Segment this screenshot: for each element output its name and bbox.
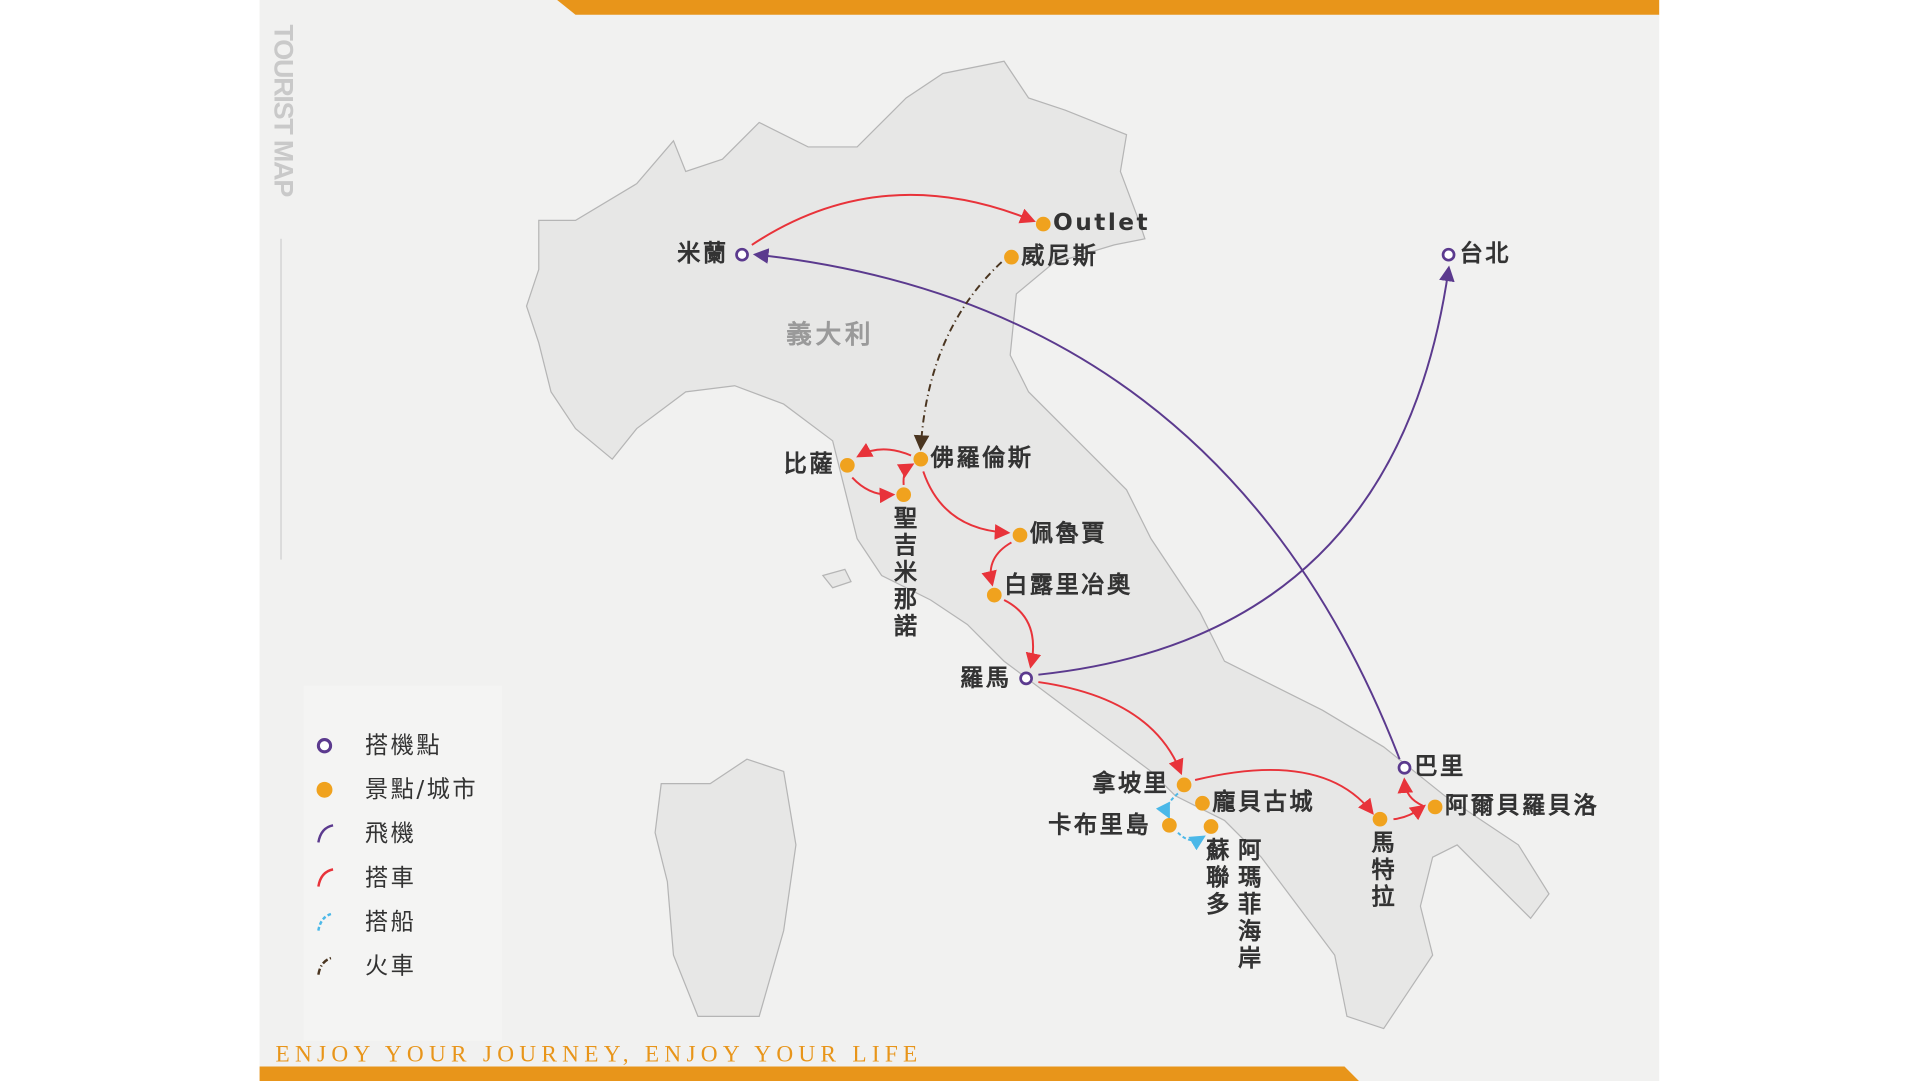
airport-marker-milan[interactable] [735, 247, 749, 262]
sardinia [654, 758, 797, 1017]
spot-marker-matera[interactable] [1372, 811, 1388, 827]
car-route-naples-matera [1194, 768, 1374, 815]
legend-item-train: 火車 [304, 948, 417, 981]
spot-marker-pisa[interactable] [840, 457, 855, 473]
car-route-rome-naples [1038, 681, 1184, 776]
car-route-florence-pisa [856, 442, 912, 458]
country-label: 義大利 [786, 319, 875, 349]
legend-item-car: 搭車 [304, 860, 417, 893]
label-milan: 米蘭 [677, 240, 729, 267]
legend-label: 搭機點 [364, 732, 443, 760]
label-taipei: 台北 [1459, 240, 1512, 267]
spot-markers [840, 216, 1443, 834]
flight-route-bari-milan [752, 248, 1401, 760]
label-bari: 巴里 [1414, 753, 1466, 781]
label-capri: 卡布里島 [1048, 811, 1152, 839]
label-alberobello: 阿爾貝羅貝洛 [1444, 792, 1600, 820]
legend-item-airport: 搭機點 [304, 727, 442, 760]
label-matera: 馬特拉 [1367, 830, 1395, 912]
label-pompeii: 龐貝古城 [1212, 788, 1316, 816]
car-route-florence-perugia [922, 471, 1011, 540]
legend-label: 搭車 [364, 864, 417, 892]
title-divider [280, 238, 282, 560]
flight-line-icon [317, 823, 334, 843]
train-line-icon [317, 955, 334, 975]
train-route-venice-florence [913, 261, 1003, 451]
label-bagnoregio: 白露里冶奧 [1004, 571, 1133, 599]
airport-marker-taipei[interactable] [1441, 247, 1456, 262]
legend-label: 飛機 [364, 820, 417, 848]
slogan: ENJOY YOUR JOURNEY, ENJOY YOUR LIFE [275, 1042, 923, 1068]
label-san-gimignano: 聖吉米那諾 [890, 505, 918, 641]
boat-route-capri-sorrento [1177, 831, 1206, 851]
car-route-sangimignano-florence [896, 463, 915, 485]
label-naples: 拿坡里 [1092, 770, 1170, 798]
airport-marker-rome[interactable] [1019, 671, 1033, 686]
spot-icon [316, 781, 333, 798]
airport-markers [735, 247, 1456, 775]
top-accent-bar [557, 0, 1660, 15]
boat-route-naples-capri [1155, 792, 1179, 820]
spot-marker-bagnoregio[interactable] [986, 587, 1002, 603]
boat-line-icon [317, 911, 334, 931]
spot-marker-capri[interactable] [1162, 817, 1177, 833]
label-florence: 佛羅倫斯 [930, 444, 1034, 472]
legend-item-spot: 景點/城市 [304, 771, 478, 804]
car-line-icon [317, 867, 334, 887]
legend-label: 火車 [364, 952, 417, 980]
spot-marker-outlet[interactable] [1035, 216, 1051, 232]
spot-marker-pompeii[interactable] [1195, 795, 1210, 811]
spot-marker-sorrento[interactable] [1203, 819, 1219, 834]
flight-route-rome-taipei [1038, 265, 1455, 676]
airport-marker-bari[interactable] [1397, 760, 1412, 775]
car-route-bagnoregio-rome [1003, 599, 1042, 669]
label-sorrento: 蘇聯多 [1202, 837, 1230, 919]
label-perugia: 佩魯賈 [1029, 520, 1107, 548]
car-route-alberobello-bari [1397, 777, 1424, 807]
spot-marker-venice[interactable] [1004, 249, 1019, 265]
airport-icon [316, 737, 333, 753]
car-route-perugia-bagnoregio [981, 541, 1012, 587]
legend-label: 景點/城市 [364, 776, 479, 804]
label-outlet: Outlet [1053, 209, 1151, 237]
map-title: TOURIST MAP [268, 24, 299, 197]
legend: 搭機點 景點/城市 飛機 搭車 搭船 火車 [303, 685, 503, 1041]
label-pisa: 比薩 [783, 450, 836, 478]
legend-item-flight: 飛機 [304, 816, 417, 849]
car-route-milan-outlet [751, 194, 1036, 246]
label-rome: 羅馬 [960, 664, 1012, 692]
label-venice: 威尼斯 [1021, 242, 1099, 270]
italy-mainland [525, 60, 1550, 1030]
spot-marker-perugia[interactable] [1012, 527, 1028, 543]
car-route-pisa-sangimignano [851, 476, 896, 504]
spot-marker-alberobello[interactable] [1427, 799, 1443, 815]
bottom-accent-bar [259, 1066, 1359, 1081]
elba-island [821, 568, 852, 589]
car-route-matera-alberobello [1393, 804, 1426, 821]
spot-marker-naples[interactable] [1176, 777, 1192, 793]
spot-marker-florence[interactable] [913, 451, 929, 467]
label-amalfi: 阿瑪菲海岸 [1234, 837, 1262, 973]
legend-label: 搭船 [364, 908, 417, 936]
spot-marker-san-gimignano[interactable] [896, 487, 912, 503]
legend-item-boat: 搭船 [304, 904, 417, 937]
